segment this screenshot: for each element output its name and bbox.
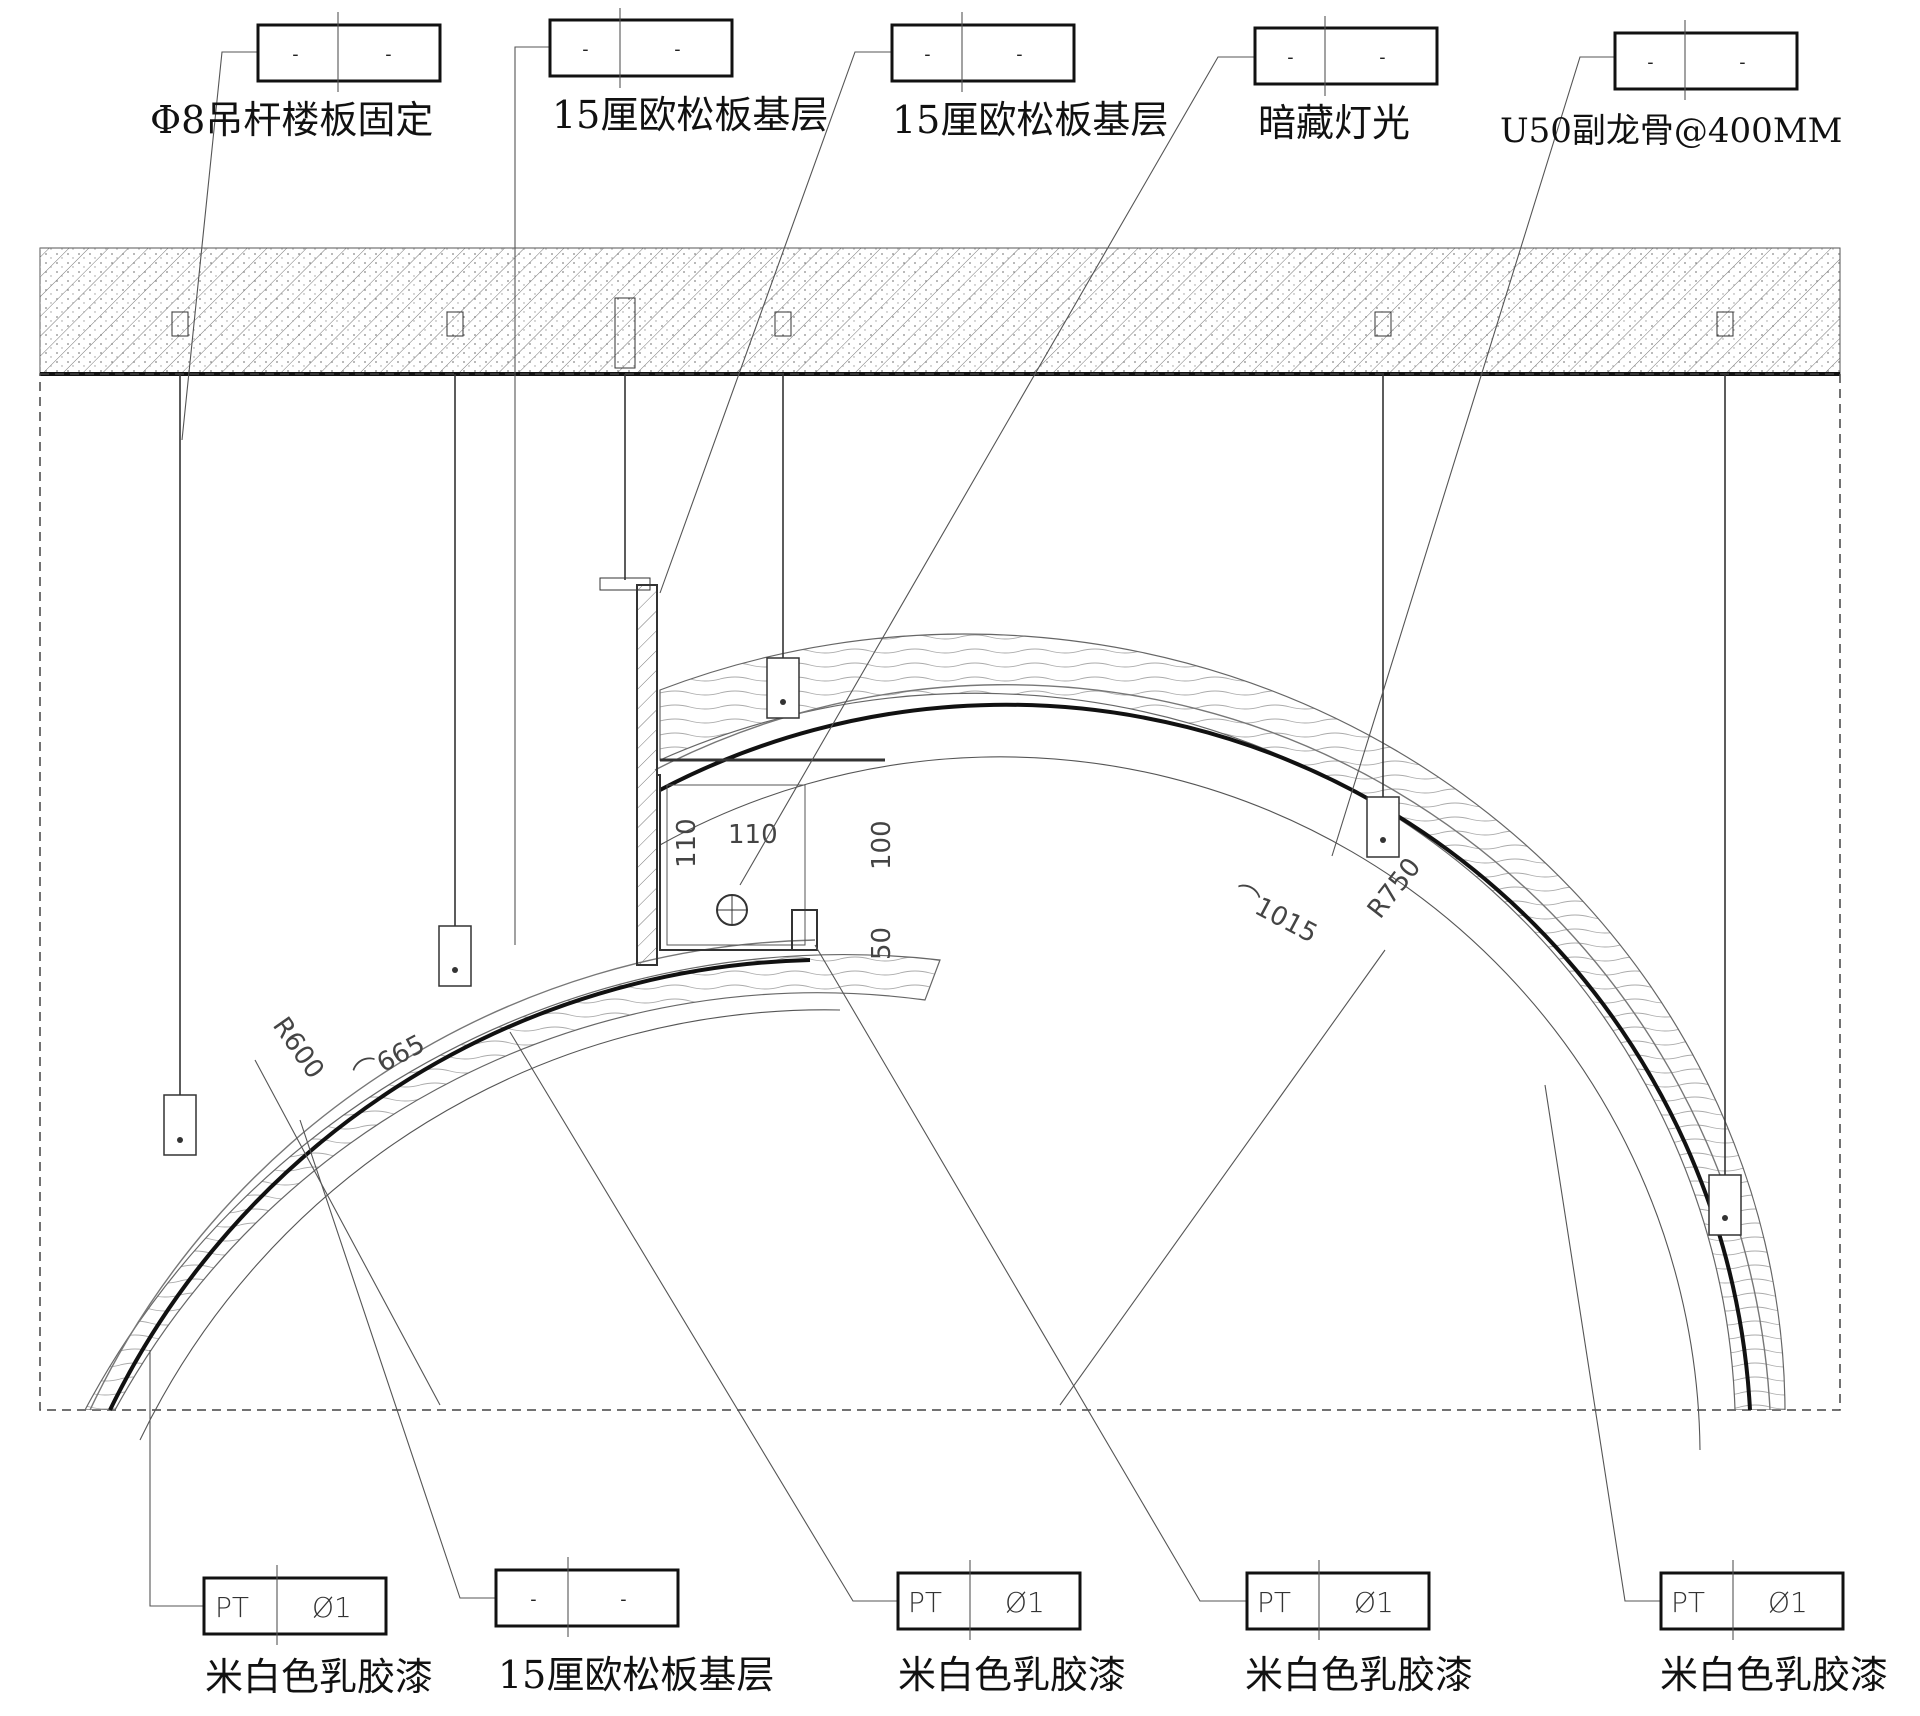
bottom-label-text-2: 15厘欧松板基层	[498, 1653, 774, 1697]
svg-text:PT: PT	[908, 1586, 942, 1619]
top-label-text-1: Φ8吊杆楼板固定	[150, 98, 433, 142]
svg-text:-: -	[618, 1589, 629, 1610]
bottom-label-5: PT Ø1 米白色乳胶漆	[1659, 1560, 1888, 1697]
bottom-label-text-5: 米白色乳胶漆	[1660, 1653, 1888, 1697]
dim-arc1015: ⌒1015	[1227, 880, 1322, 950]
svg-text:-: -	[290, 44, 301, 65]
svg-text:Ø1: Ø1	[1768, 1586, 1808, 1619]
bottom-label-2: - - 15厘欧松板基层	[494, 1557, 774, 1697]
svg-text:PT: PT	[1671, 1586, 1705, 1619]
hanger-rod-6	[1708, 311, 1742, 1236]
bottom-label-text-4: 米白色乳胶漆	[1245, 1653, 1473, 1697]
bottom-label-text-1: 米白色乳胶漆	[205, 1655, 433, 1699]
svg-text:-: -	[1285, 47, 1296, 68]
dim-50: 50	[867, 927, 897, 960]
svg-text:-: -	[1645, 52, 1656, 73]
svg-text:-: -	[1014, 44, 1025, 65]
svg-text:Ø1: Ø1	[312, 1591, 352, 1624]
svg-text:-: -	[528, 1589, 539, 1610]
leader-lines	[149, 46, 1661, 1607]
dim-110a: 110	[672, 818, 702, 868]
top-label-text-2: 15厘欧松板基层	[552, 93, 828, 137]
svg-text:-: -	[672, 39, 683, 60]
concrete-slab	[39, 247, 1841, 376]
top-label-text-3: 15厘欧松板基层	[892, 98, 1168, 142]
dim-100: 100	[867, 820, 897, 870]
hanger-rod-1	[163, 311, 197, 1156]
svg-text:-: -	[1377, 47, 1388, 68]
hanger-rod-2	[438, 311, 472, 987]
svg-text:Ø1: Ø1	[1005, 1586, 1045, 1619]
top-label-5: - - U50副龙骨@400MM	[1500, 20, 1842, 151]
top-label-3: - - 15厘欧松板基层	[890, 12, 1168, 142]
top-label-text-4: 暗藏灯光	[1258, 101, 1410, 145]
dimension-arcs	[139, 756, 1701, 1451]
svg-text:-: -	[383, 44, 394, 65]
svg-text:-: -	[1737, 52, 1748, 73]
top-label-4: - - 暗藏灯光	[1253, 16, 1439, 145]
hanger-rods	[163, 297, 1742, 1236]
arch-finish-line	[89, 684, 1771, 1411]
bottom-label-4: PT Ø1 米白色乳胶漆	[1245, 1560, 1473, 1697]
svg-text:PT: PT	[1257, 1586, 1291, 1619]
svg-text:-: -	[922, 44, 933, 65]
bottom-label-1: PT Ø1 米白色乳胶漆	[202, 1565, 433, 1699]
svg-text:-: -	[580, 39, 591, 60]
hanger-rod-5	[1366, 311, 1400, 858]
arch-body	[84, 633, 1786, 1410]
bottom-label-3: PT Ø1 米白色乳胶漆	[896, 1560, 1126, 1697]
section-frame	[39, 373, 1841, 1411]
svg-text:Ø1: Ø1	[1354, 1586, 1394, 1619]
bottom-label-text-3: 米白色乳胶漆	[898, 1653, 1126, 1697]
dim-110b: 110	[728, 820, 778, 850]
hanger-rod-4	[766, 311, 800, 719]
top-label-text-5: U50副龙骨@400MM	[1500, 111, 1842, 151]
dim-r600: R600	[266, 1012, 329, 1085]
light-cove	[636, 584, 885, 966]
top-label-2: - - 15厘欧松板基层	[548, 8, 828, 137]
svg-text:PT: PT	[215, 1591, 249, 1624]
top-label-1: - - Φ8吊杆楼板固定	[150, 12, 442, 142]
